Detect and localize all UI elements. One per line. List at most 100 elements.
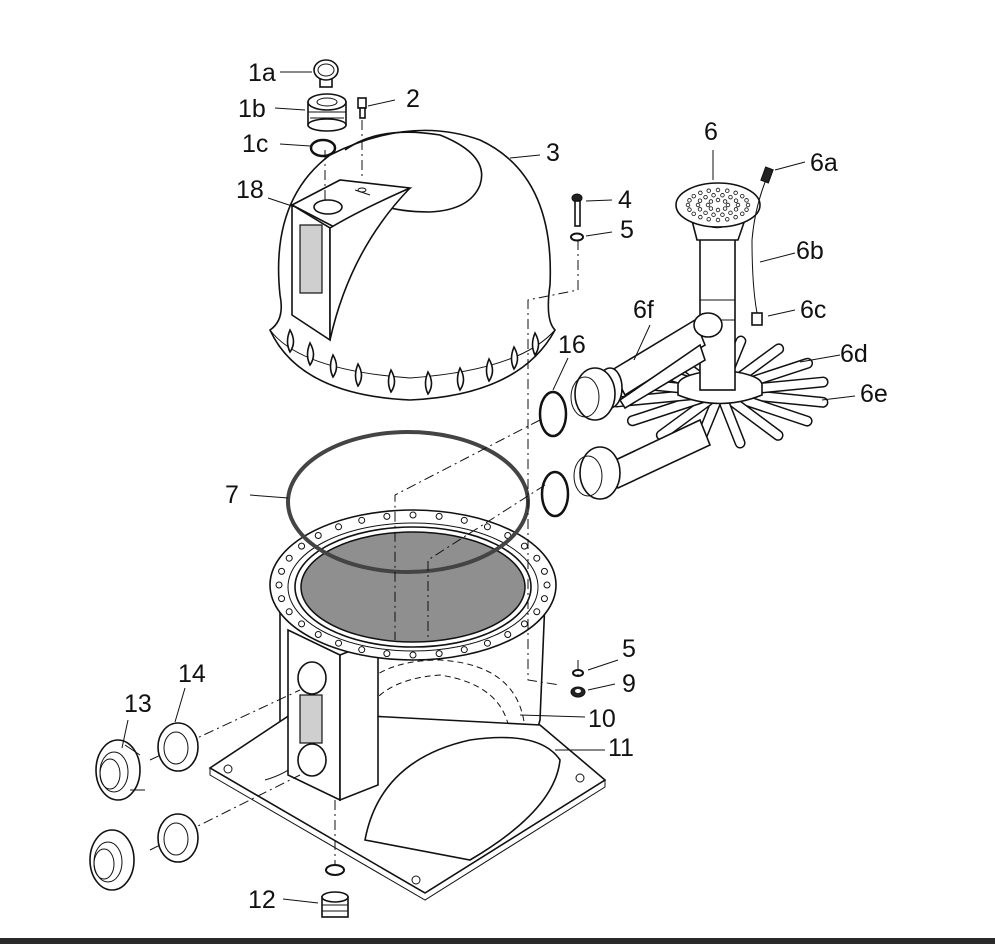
label-6d: 6d bbox=[840, 340, 868, 368]
diffuser-hole bbox=[687, 207, 692, 212]
flange-bolt-hole bbox=[460, 516, 468, 524]
flange-bolt-hole bbox=[275, 581, 283, 589]
diffuser-hole bbox=[725, 202, 731, 208]
diffuser-hole bbox=[720, 193, 725, 198]
tank-flange bbox=[269, 509, 557, 661]
diffuser-hole bbox=[711, 212, 716, 217]
diffuser-hole bbox=[691, 193, 696, 199]
washer bbox=[570, 232, 584, 242]
flange-bolt-hole bbox=[335, 523, 343, 531]
diffuser-hole bbox=[733, 207, 739, 212]
pressure-tube bbox=[751, 166, 774, 326]
elbow-pipes bbox=[570, 312, 723, 500]
label-18: 18 bbox=[236, 176, 264, 204]
diffuser-hole bbox=[725, 217, 730, 222]
flange-bolt-hole bbox=[520, 620, 528, 628]
flange-bolt-hole bbox=[383, 650, 391, 658]
bottom-edge-bar bbox=[0, 938, 995, 944]
port-manifold bbox=[287, 628, 379, 802]
diffuser-hole bbox=[697, 207, 703, 212]
diffuser-hole bbox=[695, 202, 701, 208]
union-ring-upper bbox=[157, 722, 199, 772]
flange-bolt-hole bbox=[285, 554, 293, 562]
air-relief-valve bbox=[357, 97, 367, 193]
flange-bolt-hole bbox=[460, 646, 468, 654]
label-6c: 6c bbox=[800, 296, 826, 324]
washer-lower bbox=[572, 669, 584, 677]
diffuser-hole bbox=[744, 207, 749, 212]
bolt bbox=[571, 193, 583, 227]
diffuser-hole bbox=[740, 193, 745, 199]
dome-lid bbox=[268, 129, 556, 401]
flange-bolt-hole bbox=[543, 581, 551, 589]
label-13: 13 bbox=[124, 690, 152, 718]
diffuser-hole bbox=[708, 199, 714, 204]
diffuser-hole bbox=[715, 207, 721, 213]
diffuser-hole bbox=[744, 198, 749, 203]
flange-bolt-hole bbox=[383, 512, 391, 520]
label-6f: 6f bbox=[633, 296, 654, 324]
diffuser-hole bbox=[687, 198, 692, 203]
flange-bolt-hole bbox=[533, 554, 541, 562]
flange-bolt-hole bbox=[298, 620, 306, 628]
label-10: 10 bbox=[588, 705, 616, 733]
flange-bolt-hole bbox=[540, 595, 548, 603]
pipe-o-ring-upper bbox=[538, 390, 568, 438]
union-nut-lower bbox=[89, 829, 135, 891]
diffuser-hole bbox=[705, 202, 711, 208]
label-6e: 6e bbox=[860, 380, 888, 408]
flange-bolt-hole bbox=[358, 646, 366, 654]
diffuser-hole bbox=[708, 206, 714, 211]
diffuser-hole bbox=[698, 214, 703, 220]
label-14: 14 bbox=[178, 660, 206, 688]
diffuser-hole bbox=[725, 188, 730, 193]
diffuser-hole bbox=[706, 217, 711, 222]
label-3: 3 bbox=[546, 139, 560, 167]
flange-bolt-hole bbox=[298, 542, 306, 550]
flange-bolt-hole bbox=[335, 639, 343, 647]
label-16: 16 bbox=[558, 331, 586, 359]
diffuser-hole bbox=[733, 214, 738, 220]
pressure-gauge bbox=[313, 59, 339, 88]
diffuser-hole bbox=[740, 211, 745, 217]
flange-bolt-hole bbox=[435, 512, 443, 520]
flange-bolt-hole bbox=[285, 608, 293, 616]
leader-lines bbox=[121, 71, 856, 904]
flange-bolt-hole bbox=[540, 567, 548, 575]
flange-bolt-hole bbox=[358, 516, 366, 524]
diffuser-hole bbox=[728, 194, 733, 200]
diffuser-hole bbox=[722, 206, 728, 211]
diffuser-hole bbox=[735, 202, 741, 208]
union-nut-upper bbox=[95, 739, 145, 801]
label-6b: 6b bbox=[796, 237, 824, 265]
part-labels: 1a 1b 1c 2 3 18 4 5 6 6a 6b 6c 6d 6e 6f … bbox=[124, 59, 888, 914]
base-plate bbox=[208, 704, 607, 901]
diffuser-hole bbox=[685, 202, 691, 208]
diffuser-hole bbox=[703, 194, 708, 200]
flange-bolt-hole bbox=[409, 511, 417, 519]
diffuser-hole bbox=[715, 217, 721, 223]
diffuser-hole bbox=[706, 188, 711, 193]
standpipe bbox=[675, 182, 761, 391]
label-1c: 1c bbox=[242, 130, 268, 158]
flange-bolt-hole bbox=[314, 630, 322, 638]
diffuser-hole bbox=[697, 198, 703, 203]
flange-bolt-hole bbox=[278, 595, 286, 603]
diffuser-hole bbox=[691, 211, 696, 217]
nut bbox=[570, 686, 586, 698]
gauge-adapter bbox=[307, 93, 347, 132]
flange-bolt-hole bbox=[278, 567, 286, 575]
union-ring-lower bbox=[157, 813, 199, 863]
label-7: 7 bbox=[225, 481, 239, 509]
flange-bolt-hole bbox=[314, 532, 322, 540]
diffuser-hole bbox=[720, 212, 725, 217]
flange-bolt-hole bbox=[435, 650, 443, 658]
label-11: 11 bbox=[608, 734, 634, 762]
flange-bolt-hole bbox=[504, 630, 512, 638]
label-1a: 1a bbox=[248, 59, 276, 87]
label-9: 9 bbox=[622, 670, 636, 698]
flange-bolt-hole bbox=[520, 542, 528, 550]
label-1b: 1b bbox=[238, 95, 266, 123]
